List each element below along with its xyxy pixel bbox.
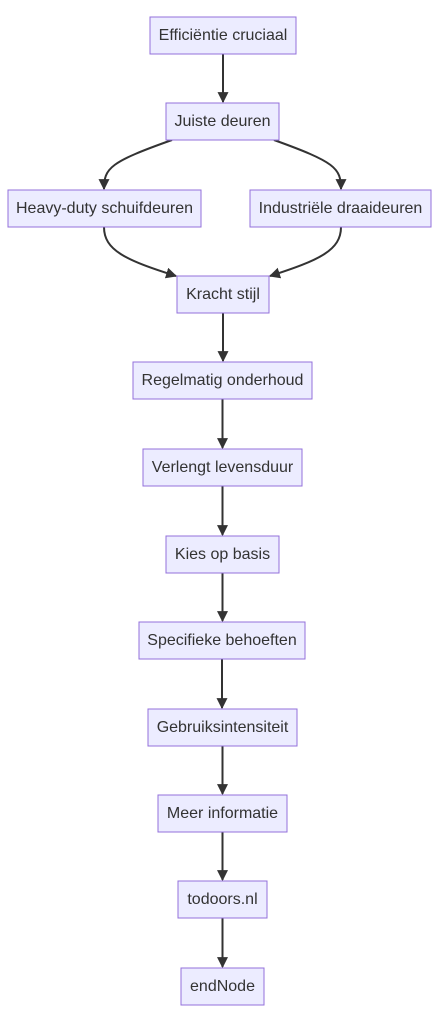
node-box — [165, 535, 280, 574]
edge-n4-n5 — [268, 226, 342, 279]
node-label: Meer informatie — [167, 805, 278, 822]
node-n13: endNode — [180, 967, 265, 1006]
node-n10: Gebruiksintensiteit — [147, 708, 298, 747]
node-n11: Meer informatie — [157, 794, 288, 833]
node-n5: Kracht stijl — [176, 275, 270, 314]
node-n7: Verlengt levensduur — [142, 448, 303, 487]
node-label: Verlengt levensduur — [152, 459, 294, 476]
node-n6: Regelmatig onderhoud — [132, 361, 313, 400]
edge-n3-n5 — [103, 226, 178, 279]
node-box — [149, 16, 297, 55]
node-label: Kracht stijl — [186, 286, 260, 303]
node-box — [176, 275, 270, 314]
node-box — [249, 189, 432, 228]
node-label: Specifieke behoeften — [147, 632, 296, 649]
node-label: Industriële draaideuren — [259, 200, 423, 217]
node-n8: Kies op basis — [165, 535, 280, 574]
node-box — [157, 794, 288, 833]
edge-n2-n3 — [98, 139, 173, 191]
edge-n2-n4 — [273, 139, 347, 191]
node-box — [180, 967, 265, 1006]
node-box — [138, 621, 306, 660]
node-label: Gebruiksintensiteit — [157, 719, 289, 736]
node-box — [147, 708, 298, 747]
node-label: Efficiëntie cruciaal — [159, 27, 288, 44]
node-box — [142, 448, 303, 487]
node-label: Heavy-duty schuifdeuren — [16, 200, 193, 217]
node-box — [165, 102, 280, 141]
node-n2: Juiste deuren — [165, 102, 280, 141]
node-label: Kies op basis — [175, 546, 270, 563]
node-n3: Heavy-duty schuifdeuren — [7, 189, 202, 228]
node-box — [177, 880, 268, 919]
node-label: Regelmatig onderhoud — [142, 372, 304, 389]
node-label: endNode — [190, 978, 255, 995]
node-label: Juiste deuren — [174, 113, 270, 130]
node-label: todoors.nl — [187, 891, 257, 908]
node-box — [132, 361, 313, 400]
node-box — [7, 189, 202, 228]
node-n12: todoors.nl — [177, 880, 268, 919]
node-n1: Efficiëntie cruciaal — [149, 16, 297, 55]
edges-layer — [98, 54, 347, 969]
node-n4: Industriële draaideuren — [249, 189, 432, 228]
node-n9: Specifieke behoeften — [138, 621, 306, 660]
